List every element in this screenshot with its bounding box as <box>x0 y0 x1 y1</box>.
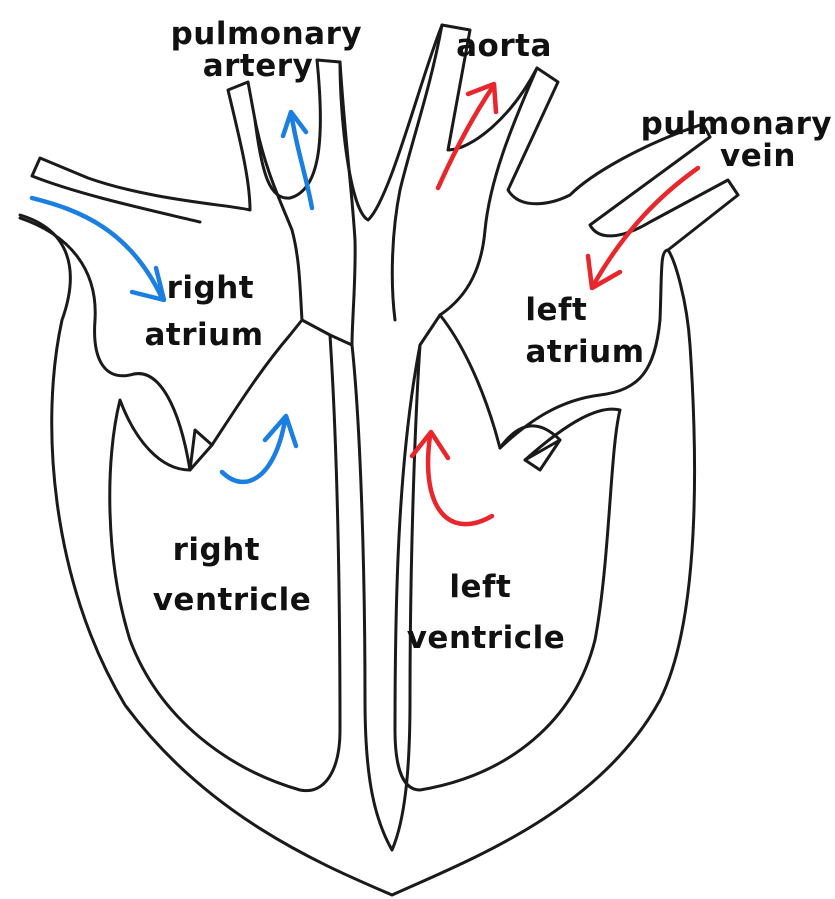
label-left-atrium: left atrium <box>525 292 644 370</box>
label-pulmonary-vein-line2: vein <box>720 138 796 174</box>
label-pulmonary-vein-line1: pulmonary <box>641 106 832 142</box>
aorta-wall-right <box>440 68 537 315</box>
label-left-ventricle-line1: left <box>449 569 511 605</box>
outer-wall <box>20 25 738 895</box>
pulmonary-artery-wall-right <box>340 62 355 345</box>
left-ventricle-chamber <box>395 345 620 790</box>
label-left-ventricle-line2: ventricle <box>407 620 566 656</box>
label-pulmonary-artery-line2: artery <box>203 48 314 84</box>
red-arrow-left-ventricle <box>428 436 492 524</box>
aorta-wall-left <box>392 25 442 320</box>
label-aorta: aorta <box>456 28 552 64</box>
label-pulmonary-artery: pulmonary artery <box>171 16 374 84</box>
diagram-labels: pulmonary artery aorta pulmonary vein ri… <box>144 16 835 656</box>
label-left-atrium-line2: atrium <box>525 334 644 370</box>
label-left-atrium-line1: left <box>525 292 587 328</box>
label-right-ventricle-line2: ventricle <box>153 582 312 618</box>
blue-arrow-into-right-atrium <box>32 198 162 298</box>
label-right-atrium: right atrium <box>144 270 265 353</box>
label-pulmonary-vein: pulmonary vein <box>641 106 835 174</box>
label-right-ventricle: right ventricle <box>153 532 312 618</box>
red-arrow-head-pulmonary-vein <box>588 256 620 288</box>
heart-outline <box>20 25 738 895</box>
red-arrow-aorta <box>438 88 492 188</box>
label-right-atrium-line2: atrium <box>144 317 263 353</box>
label-pulmonary-artery-line1: pulmonary <box>171 16 362 52</box>
label-left-ventricle: left ventricle <box>407 569 566 656</box>
label-right-ventricle-line1: right <box>173 532 261 568</box>
label-right-atrium-line1: right <box>167 270 255 306</box>
